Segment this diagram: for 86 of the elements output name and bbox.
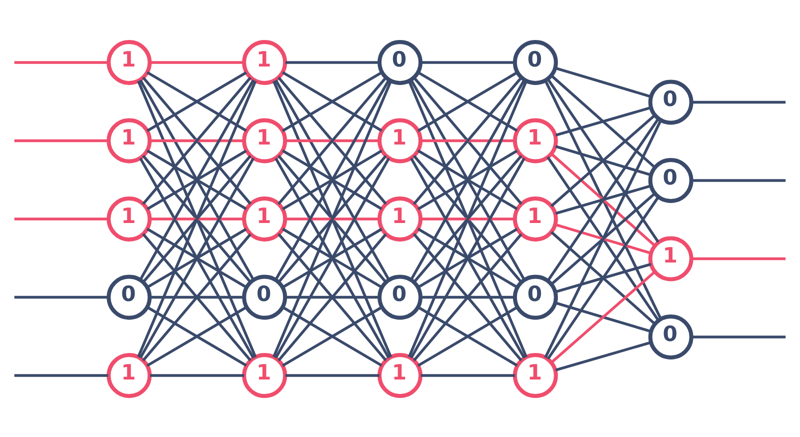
- node-circle: 1: [242, 352, 288, 398]
- node-circle: 1: [378, 196, 422, 241]
- connector: [420, 217, 515, 220]
- connector: [691, 256, 786, 260]
- connector: [420, 374, 515, 376]
- node-circle: 1: [512, 118, 558, 163]
- connector: [555, 184, 652, 214]
- connector: [282, 306, 382, 366]
- connector: [555, 340, 652, 371]
- node-circle: 1: [242, 118, 288, 163]
- node-circle: 1: [106, 118, 152, 163]
- connector: [420, 138, 515, 142]
- connector: [282, 70, 382, 132]
- node-circle: 0: [512, 274, 558, 320]
- node-circle: 0: [378, 274, 422, 320]
- connector: [142, 232, 252, 361]
- connector: [274, 78, 390, 280]
- node-circle: 1: [242, 39, 288, 84]
- connector: [14, 60, 108, 64]
- node-circle: 0: [512, 39, 558, 84]
- connector: [142, 76, 252, 204]
- connector: [544, 119, 662, 358]
- connector: [555, 106, 652, 136]
- connector: [412, 76, 522, 204]
- connector: [150, 60, 244, 64]
- node-circle: 0: [242, 274, 288, 320]
- node-circle: 0: [106, 274, 152, 320]
- connector: [417, 70, 518, 132]
- node-circle: 1: [242, 196, 288, 241]
- node-circle: 1: [106, 39, 152, 84]
- connector: [555, 222, 652, 254]
- connector: [550, 192, 656, 285]
- node-circle: 0: [378, 39, 422, 84]
- node-circle: 1: [512, 196, 558, 241]
- connector: [274, 157, 390, 358]
- connector: [550, 152, 656, 246]
- connector: [285, 60, 380, 64]
- connector: [14, 217, 108, 220]
- connector: [14, 295, 108, 298]
- connector: [544, 79, 662, 320]
- connector: [691, 335, 786, 338]
- node-circle: 1: [378, 352, 422, 398]
- connector: [278, 232, 387, 361]
- connector: [691, 100, 786, 104]
- connector: [546, 78, 660, 242]
- connector: [285, 374, 380, 376]
- connector: [285, 295, 380, 298]
- connector: [278, 76, 387, 204]
- connector: [550, 74, 656, 168]
- connector: [14, 138, 108, 142]
- connector: [146, 306, 247, 366]
- node-circle: 0: [648, 79, 694, 124]
- connector: [150, 374, 244, 376]
- node-circle: 1: [106, 352, 152, 398]
- connector: [139, 78, 255, 280]
- connector: [546, 196, 660, 360]
- node-circle: 1: [378, 118, 422, 163]
- connector: [417, 306, 518, 366]
- connector: [410, 78, 526, 280]
- connector: [420, 295, 515, 298]
- connector: [550, 270, 656, 364]
- node-circle: 0: [648, 314, 694, 359]
- node-circle: 1: [512, 352, 558, 398]
- connector: [285, 217, 380, 220]
- connector: [555, 301, 652, 332]
- connector: [146, 70, 247, 132]
- connector: [150, 295, 244, 298]
- connector: [420, 60, 515, 64]
- node-circle: 0: [648, 158, 694, 202]
- connector: [412, 232, 522, 361]
- connector: [410, 157, 526, 358]
- connector: [546, 156, 660, 321]
- connector: [555, 144, 652, 176]
- connector: [150, 138, 244, 142]
- node-circle: 1: [648, 236, 694, 281]
- connector: [14, 374, 108, 376]
- connector: [555, 262, 652, 293]
- connector: [550, 230, 656, 324]
- connector: [546, 118, 660, 281]
- connector: [150, 217, 244, 220]
- connector: [139, 157, 255, 358]
- connector: [550, 114, 656, 207]
- connector: [691, 178, 786, 182]
- node-circle: 1: [106, 196, 152, 241]
- connector: [555, 66, 652, 98]
- connector: [285, 138, 380, 142]
